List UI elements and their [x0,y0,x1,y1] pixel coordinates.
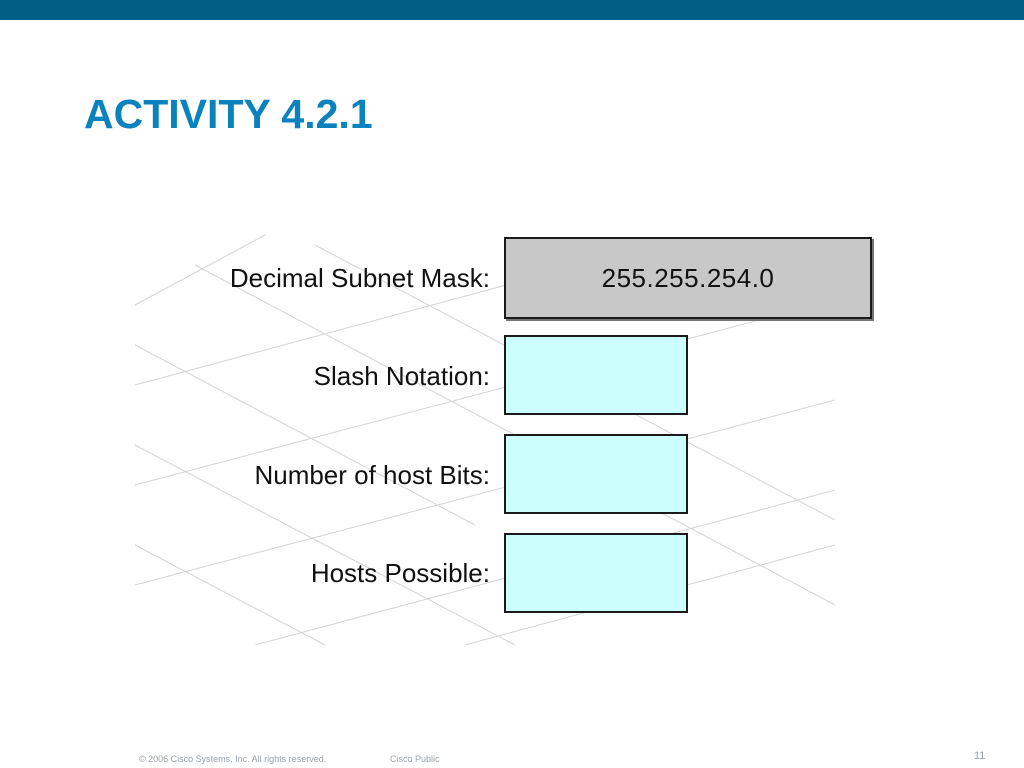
slide-title: ACTIVITY 4.2.1 [84,91,373,137]
footer-classification: Cisco Public [390,754,440,764]
hosts-possible-label: Hosts Possible: [310,558,490,588]
slash-notation-answer-box[interactable] [504,335,688,415]
footer-copyright: © 2006 Cisco Systems, Inc. All rights re… [139,754,327,764]
top-banner [0,0,1024,20]
host-bits-label: Number of host Bits: [254,460,490,490]
slash-notation-label: Slash Notation: [313,361,490,391]
host-bits-answer-box[interactable] [504,434,688,514]
decimal-subnet-mask-label: Decimal Subnet Mask: [229,263,490,293]
decimal-subnet-mask-value: 255.255.254.0 [504,237,872,319]
page-number: 11 [974,750,986,762]
hosts-possible-answer-box[interactable] [504,533,688,613]
subnet-activity: Decimal Subnet Mask: 255.255.254.0 Slash… [135,225,880,645]
